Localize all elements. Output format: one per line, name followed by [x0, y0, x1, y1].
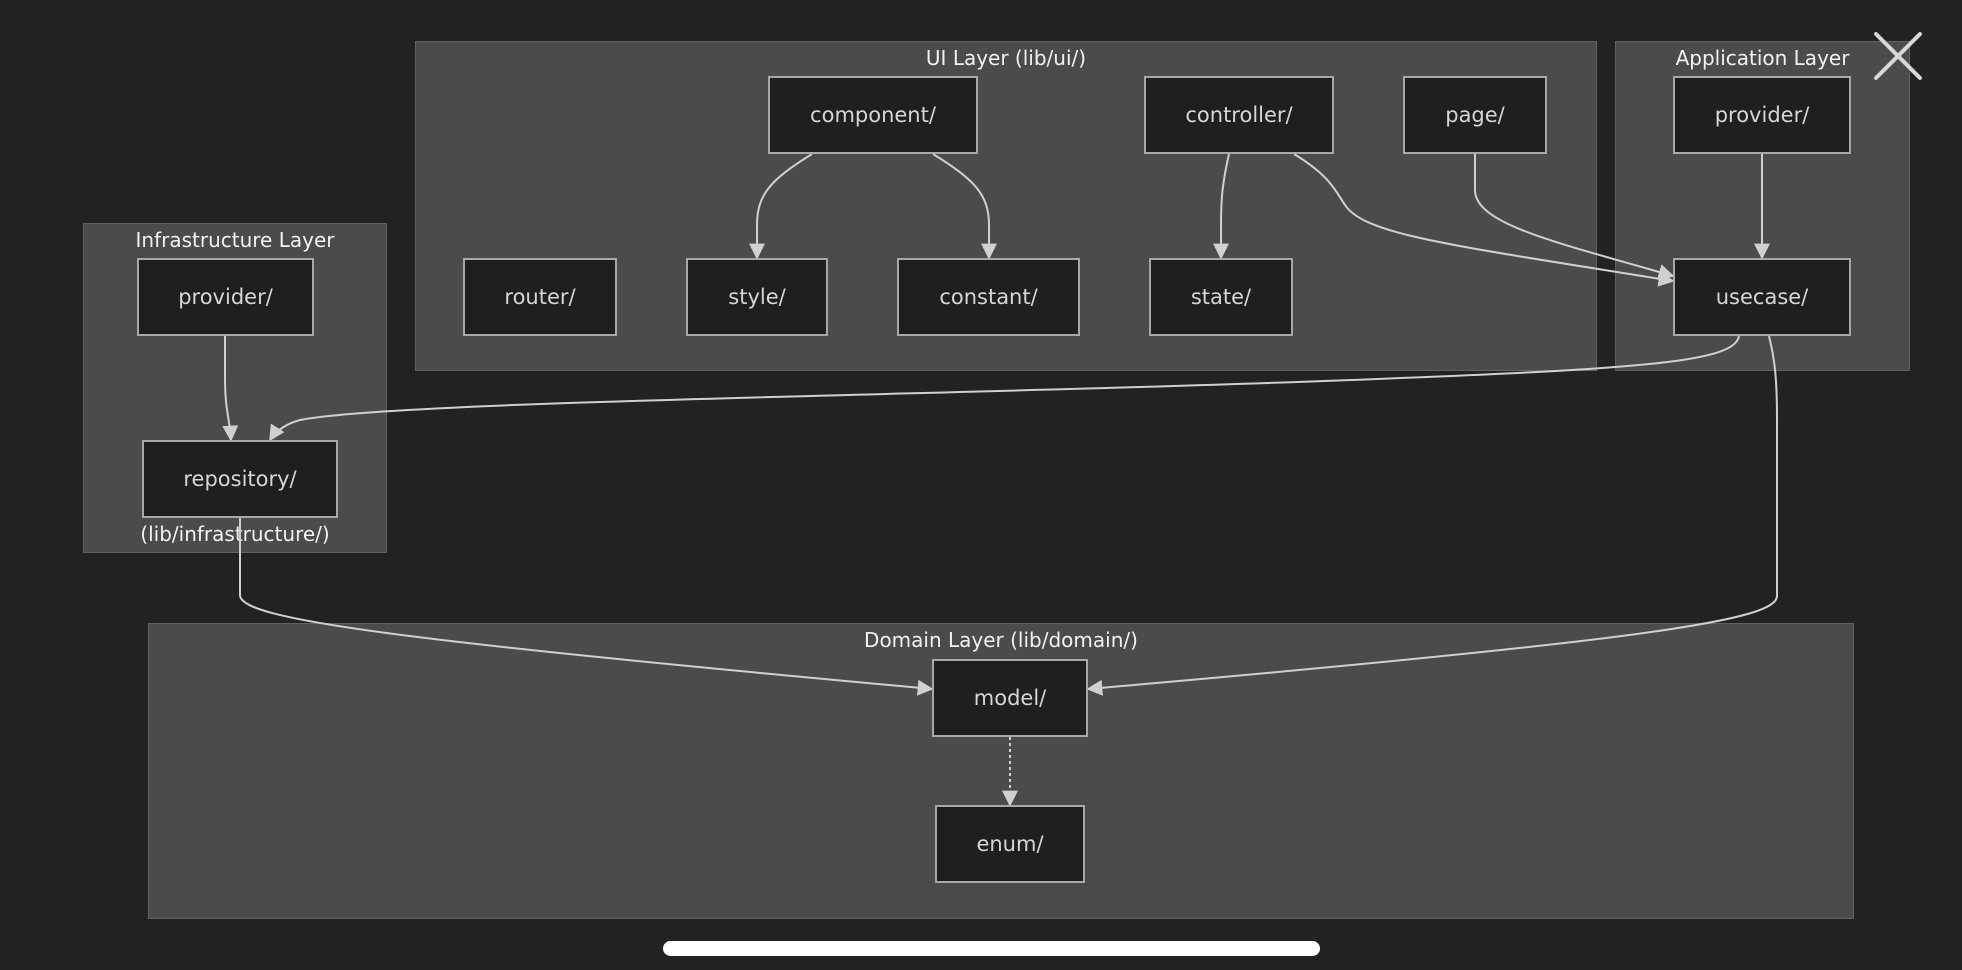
- node-enum-label: enum/: [976, 832, 1044, 856]
- node-model-label: model/: [973, 686, 1047, 710]
- node-component[interactable]: component/: [768, 76, 978, 154]
- node-style[interactable]: style/: [686, 258, 828, 336]
- node-constant-label: constant/: [939, 285, 1038, 309]
- node-app-provider-label: provider/: [1714, 103, 1810, 127]
- domain-layer-title: Domain Layer (lib/domain/): [864, 628, 1138, 652]
- application-layer-title: Application Layer: [1675, 46, 1850, 70]
- node-controller[interactable]: controller/: [1144, 76, 1334, 154]
- node-router[interactable]: router/: [463, 258, 617, 336]
- infrastructure-layer-subtitle: (lib/infrastructure/): [140, 522, 330, 546]
- close-button[interactable]: [1872, 30, 1924, 82]
- node-constant[interactable]: constant/: [897, 258, 1080, 336]
- home-indicator[interactable]: [663, 941, 1320, 956]
- node-page-label: page/: [1445, 103, 1505, 127]
- node-page[interactable]: page/: [1403, 76, 1547, 154]
- node-usecase-label: usecase/: [1715, 285, 1809, 309]
- node-repository-label: repository/: [183, 467, 297, 491]
- node-repository[interactable]: repository/: [142, 440, 338, 518]
- infrastructure-layer-title: Infrastructure Layer: [135, 228, 335, 252]
- node-style-label: style/: [728, 285, 786, 309]
- node-infra-provider[interactable]: provider/: [137, 258, 314, 336]
- close-icon: [1874, 32, 1922, 80]
- node-router-label: router/: [504, 285, 576, 309]
- node-model[interactable]: model/: [932, 659, 1088, 737]
- node-controller-label: controller/: [1185, 103, 1293, 127]
- node-state[interactable]: state/: [1149, 258, 1293, 336]
- node-enum[interactable]: enum/: [935, 805, 1085, 883]
- node-usecase[interactable]: usecase/: [1673, 258, 1851, 336]
- ui-layer-title: UI Layer (lib/ui/): [925, 46, 1087, 70]
- node-infra-provider-label: provider/: [178, 285, 273, 309]
- node-component-label: component/: [810, 103, 936, 127]
- node-state-label: state/: [1190, 285, 1252, 309]
- node-app-provider[interactable]: provider/: [1673, 76, 1851, 154]
